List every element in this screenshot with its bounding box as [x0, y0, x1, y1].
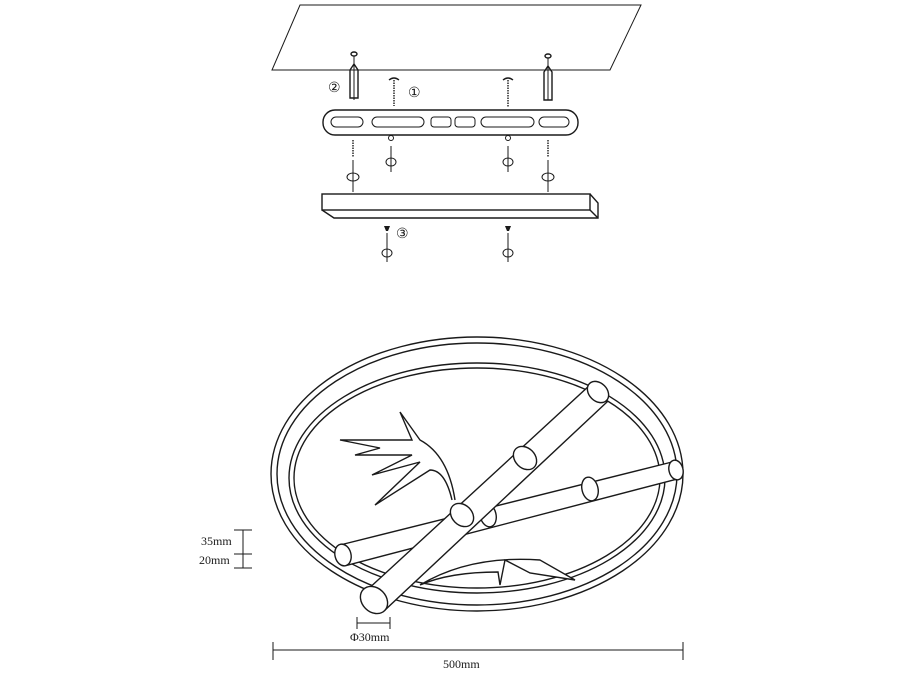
diameter-label: Φ30mm — [350, 630, 390, 644]
leaves — [339, 411, 576, 586]
height-bottom-label: 20mm — [199, 553, 230, 567]
height-dimension — [234, 529, 252, 569]
width-dimension — [272, 642, 684, 660]
diameter-dimension — [356, 617, 391, 629]
screw-right — [502, 77, 514, 107]
screw-left — [388, 77, 400, 106]
ceiling-plane — [271, 4, 642, 71]
diagonal-tube — [359, 380, 610, 615]
cap-screws — [381, 226, 514, 262]
base-plate — [321, 193, 599, 219]
wall-anchor-left — [349, 51, 359, 100]
step-label-1: ① — [408, 86, 421, 101]
step-label-3: ③ — [396, 227, 409, 242]
width-label: 500mm — [443, 657, 480, 671]
mounting-bracket — [322, 109, 579, 136]
step-label-2: ② — [328, 81, 341, 96]
wall-anchor-right — [543, 53, 553, 101]
fixing-screws — [346, 135, 555, 192]
height-top-label: 35mm — [201, 534, 232, 548]
